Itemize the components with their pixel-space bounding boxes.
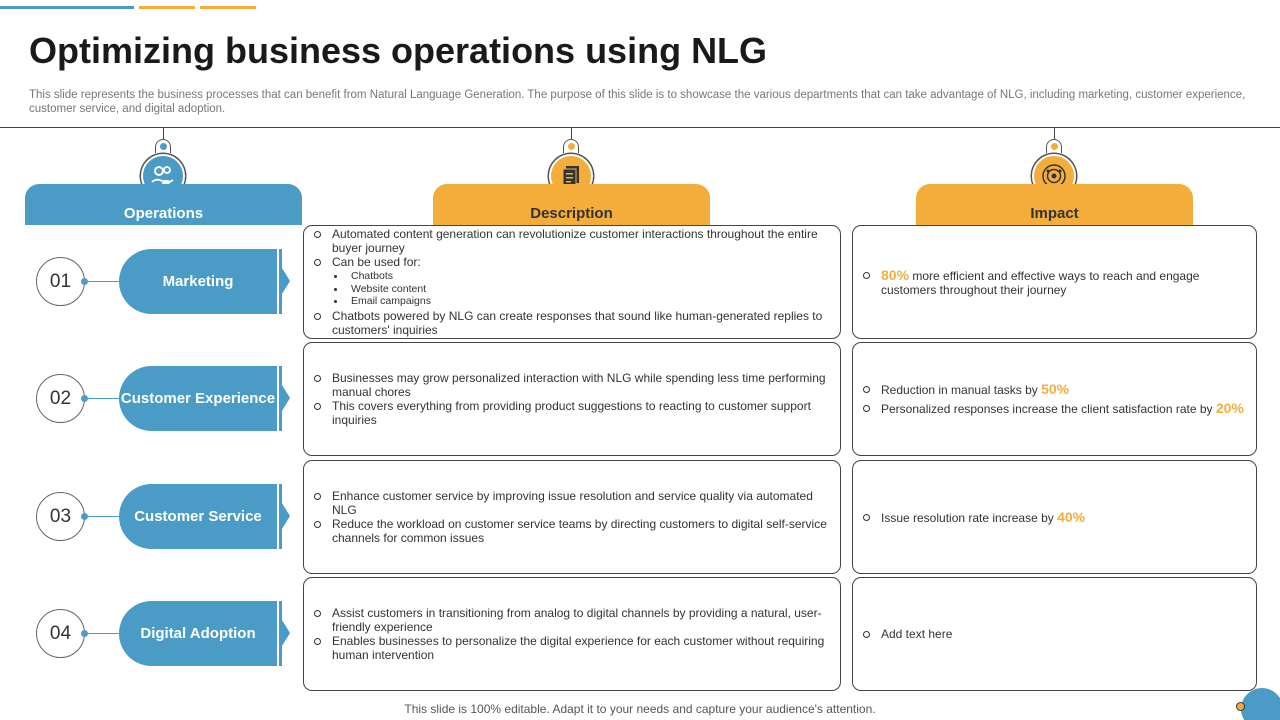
arrow-tip bbox=[279, 484, 291, 549]
connector-line bbox=[88, 633, 120, 634]
page-title: Optimizing business operations using NLG bbox=[29, 30, 768, 71]
highlight-value: 40% bbox=[1057, 508, 1086, 525]
list-item: Reduce the workload on customer service … bbox=[314, 517, 830, 545]
row-number: 02 bbox=[36, 374, 85, 423]
list-item: Enables businesses to personalize the di… bbox=[314, 634, 830, 662]
corner-dot bbox=[1236, 702, 1245, 711]
table-row: 02 Customer Experience Businesses may gr… bbox=[0, 342, 1280, 456]
highlight-value: 50% bbox=[1041, 381, 1070, 397]
row-number: 01 bbox=[36, 257, 85, 306]
header-divider bbox=[0, 127, 1280, 128]
list-item: Reduction in manual tasks by 50% bbox=[863, 382, 1246, 397]
table-row: 01 Marketing Automated content generatio… bbox=[0, 225, 1280, 339]
arrow-tip bbox=[279, 249, 291, 314]
list-item-text: Personalized responses increase the clie… bbox=[881, 402, 1216, 416]
arrow-tip bbox=[279, 366, 291, 431]
impact-box: Issue resolution rate increase by 40% bbox=[852, 460, 1257, 574]
connector-dot bbox=[81, 395, 88, 402]
hanger-knob bbox=[568, 143, 575, 150]
operation-label: Marketing bbox=[119, 249, 277, 314]
header-description: Description bbox=[433, 184, 710, 225]
description-box: Assist customers in transitioning from a… bbox=[303, 577, 841, 691]
hanger-line bbox=[571, 127, 572, 139]
hanger-ring bbox=[563, 139, 579, 153]
list-item: Enhance customer service by improving is… bbox=[314, 489, 830, 517]
list-item-text: Issue resolution rate increase by bbox=[881, 510, 1058, 525]
list-item: Personalized responses increase the clie… bbox=[863, 401, 1246, 416]
connector-line bbox=[88, 398, 120, 399]
highlight-value: 80% bbox=[881, 266, 910, 283]
arrow-tip bbox=[279, 601, 291, 666]
list-item-text: Can be used for: bbox=[332, 255, 421, 270]
connector-line bbox=[88, 516, 120, 517]
operation-label: Customer Service bbox=[119, 484, 277, 549]
list-item: 80% more efficient and effective ways to… bbox=[863, 268, 1246, 297]
connector-line bbox=[88, 281, 120, 282]
hanger-line bbox=[163, 127, 164, 139]
list-item: Issue resolution rate increase by 40% bbox=[863, 510, 1246, 525]
accent-bar-blue bbox=[0, 6, 134, 9]
list-item: Automated content generation can revolut… bbox=[314, 227, 830, 255]
page-subtitle: This slide represents the business proce… bbox=[29, 89, 1246, 115]
highlight-value: 20% bbox=[1215, 400, 1244, 416]
hanger-knob bbox=[1051, 143, 1058, 150]
connector-dot bbox=[81, 630, 88, 637]
list-item: Chatbots powered by NLG can create respo… bbox=[314, 309, 830, 337]
impact-box: 80% more efficient and effective ways to… bbox=[852, 225, 1257, 339]
list-item-text: Reduction in manual tasks by bbox=[881, 383, 1042, 397]
row-number: 03 bbox=[36, 492, 85, 541]
corner-decoration bbox=[1241, 688, 1280, 720]
hanger-ring bbox=[1046, 139, 1062, 153]
row-number: 04 bbox=[36, 609, 85, 658]
sub-list-item: Email campaigns bbox=[332, 295, 830, 308]
hanger-ring bbox=[155, 139, 171, 153]
hanger-line bbox=[1054, 127, 1055, 139]
footer-note: This slide is 100% editable. Adapt it to… bbox=[404, 702, 876, 716]
hanger-knob bbox=[160, 143, 167, 150]
list-item-text: more efficient and effective ways to rea… bbox=[881, 268, 1200, 297]
accent-bar-orange-1 bbox=[139, 6, 195, 9]
impact-box: Reduction in manual tasks by 50% Persona… bbox=[852, 342, 1257, 456]
list-item: Assist customers in transitioning from a… bbox=[314, 606, 830, 634]
table-row: 03 Customer Service Enhance customer ser… bbox=[0, 460, 1280, 574]
connector-dot bbox=[81, 513, 88, 520]
table-row: 04 Digital Adoption Assist customers in … bbox=[0, 577, 1280, 691]
accent-bar-orange-2 bbox=[200, 6, 256, 9]
connector-dot bbox=[81, 278, 88, 285]
placeholder-text[interactable]: Add text here bbox=[881, 627, 953, 641]
description-box: Automated content generation can revolut… bbox=[303, 225, 841, 339]
list-item[interactable]: Add text here bbox=[863, 627, 1246, 641]
list-item: Businesses may grow personalized interac… bbox=[314, 371, 830, 399]
operation-label: Customer Experience bbox=[119, 366, 277, 431]
description-box: Businesses may grow personalized interac… bbox=[303, 342, 841, 456]
operation-label: Digital Adoption bbox=[119, 601, 277, 666]
impact-box: Add text here bbox=[852, 577, 1257, 691]
list-item: This covers everything from providing pr… bbox=[314, 399, 830, 427]
header-impact: Impact bbox=[916, 184, 1193, 225]
description-box: Enhance customer service by improving is… bbox=[303, 460, 841, 574]
list-item: Can be used for: Chatbots Website conten… bbox=[314, 255, 830, 308]
sub-list-item: Chatbots bbox=[332, 270, 830, 283]
header-operations: Operations bbox=[25, 184, 302, 225]
sub-list-item: Website content bbox=[332, 283, 830, 296]
